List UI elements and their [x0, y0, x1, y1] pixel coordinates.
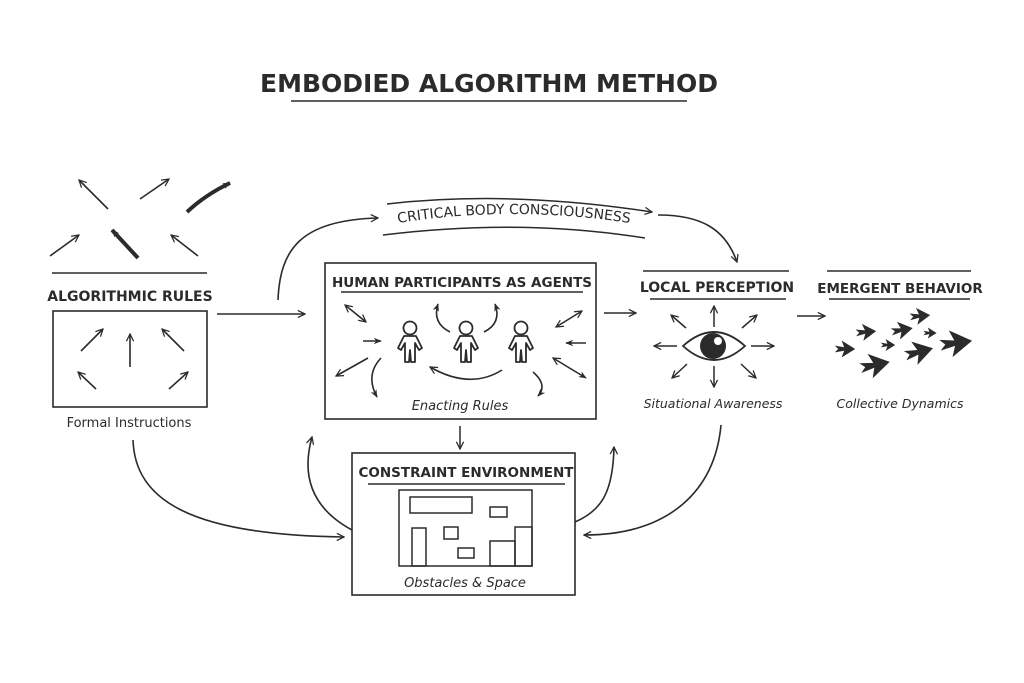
constraint-environment-box [351, 452, 576, 596]
constraint-environment-title: CONSTRAINT ENVIRONMENT [358, 465, 574, 481]
feedback-arrows [132, 424, 722, 537]
local-perception-title: LOCAL PERCEPTION [640, 280, 794, 296]
banner-label: CRITICAL BODY CONSCIOUSNESS [396, 202, 632, 227]
bird-flock-icon [834, 306, 974, 381]
floor-plan-icon [398, 489, 533, 567]
human-participants-title: HUMAN PARTICIPANTS AS AGENTS [332, 275, 592, 291]
scattered-arrows-icon [49, 179, 231, 260]
algorithmic-rules-title: ALGORITHMIC RULES [47, 289, 212, 305]
svg-text:CRITICAL BODY CONSCIOUSNESS: CRITICAL BODY CONSCIOUSNESS [396, 202, 632, 227]
local-perception-caption: Situational Awareness [644, 396, 783, 411]
diagram-title: EMBODIED ALGORITHM METHOD [260, 69, 718, 98]
rule-arrows-icon [78, 329, 188, 390]
eye-icon [681, 331, 747, 361]
constraint-environment-caption: Obstacles & Space [404, 576, 526, 591]
emergent-behavior-title: EMERGENT BEHAVIOR [817, 281, 983, 297]
agent-movement-arrows [336, 303, 586, 398]
algorithmic-rules-caption: Formal Instructions [67, 416, 192, 431]
human-participants-caption: Enacting Rules [412, 399, 509, 414]
perception-rays-icon [654, 306, 774, 387]
emergent-behavior-caption: Collective Dynamics [837, 396, 964, 411]
